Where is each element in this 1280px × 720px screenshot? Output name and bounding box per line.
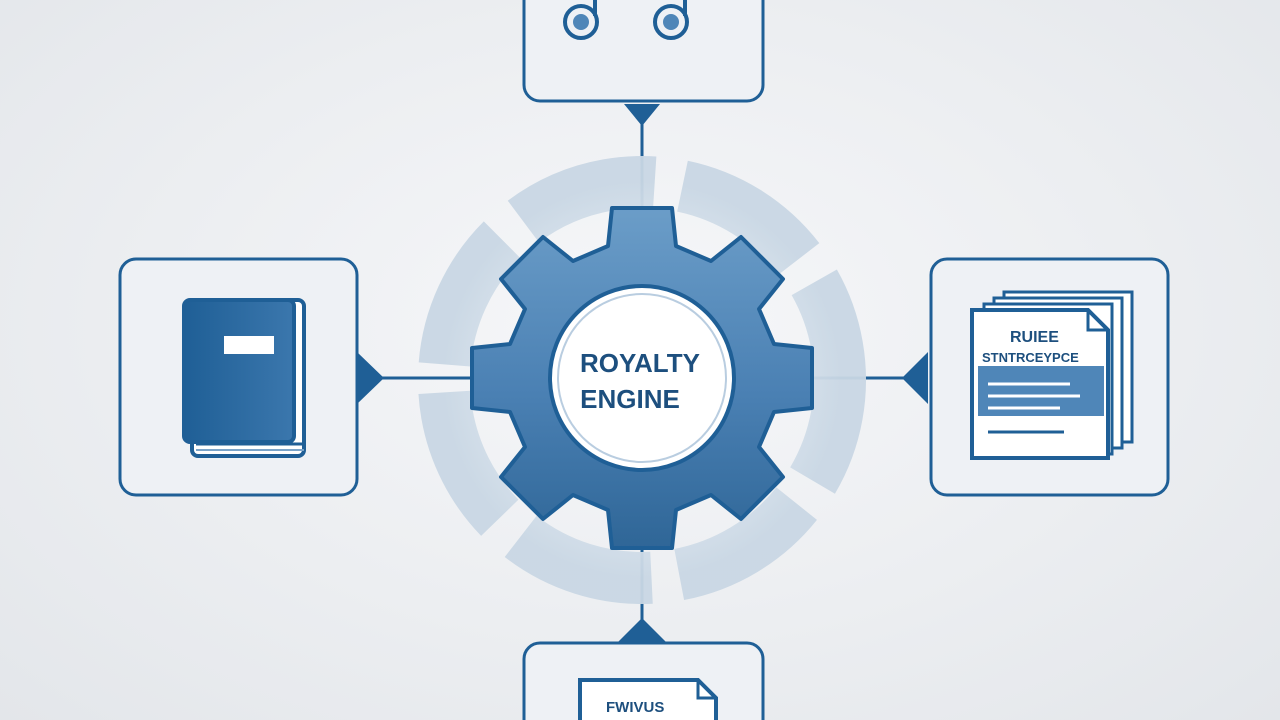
engine-label-line1: ROYALTY bbox=[580, 348, 700, 378]
book-icon bbox=[182, 298, 306, 458]
node-bottom: FWIVUS bbox=[522, 641, 765, 720]
engine-gear: ROYALTY ENGINE bbox=[470, 206, 814, 550]
arrow-bottom bbox=[616, 618, 668, 644]
arrow-top bbox=[624, 104, 660, 126]
arrow-left bbox=[357, 352, 384, 404]
document-title: FWIVUS bbox=[606, 699, 664, 716]
document-icon: FWIVUS bbox=[578, 678, 718, 720]
document-stack-icon: RUIEE STNTRCEYPCE bbox=[970, 290, 1134, 460]
node-left bbox=[118, 257, 359, 497]
engine-halo bbox=[418, 156, 866, 604]
arrow-right bbox=[902, 352, 928, 404]
document-stack-subtitle: STNTRCEYPCE bbox=[982, 350, 1079, 365]
engine-label-line2: ENGINE bbox=[580, 384, 680, 414]
node-top bbox=[522, 0, 765, 103]
document-stack-title: RUIEE bbox=[1010, 329, 1059, 346]
node-right: RUIEE STNTRCEYPCE bbox=[929, 257, 1170, 497]
engine-hub bbox=[548, 284, 736, 472]
music-note-icon bbox=[563, 0, 689, 40]
